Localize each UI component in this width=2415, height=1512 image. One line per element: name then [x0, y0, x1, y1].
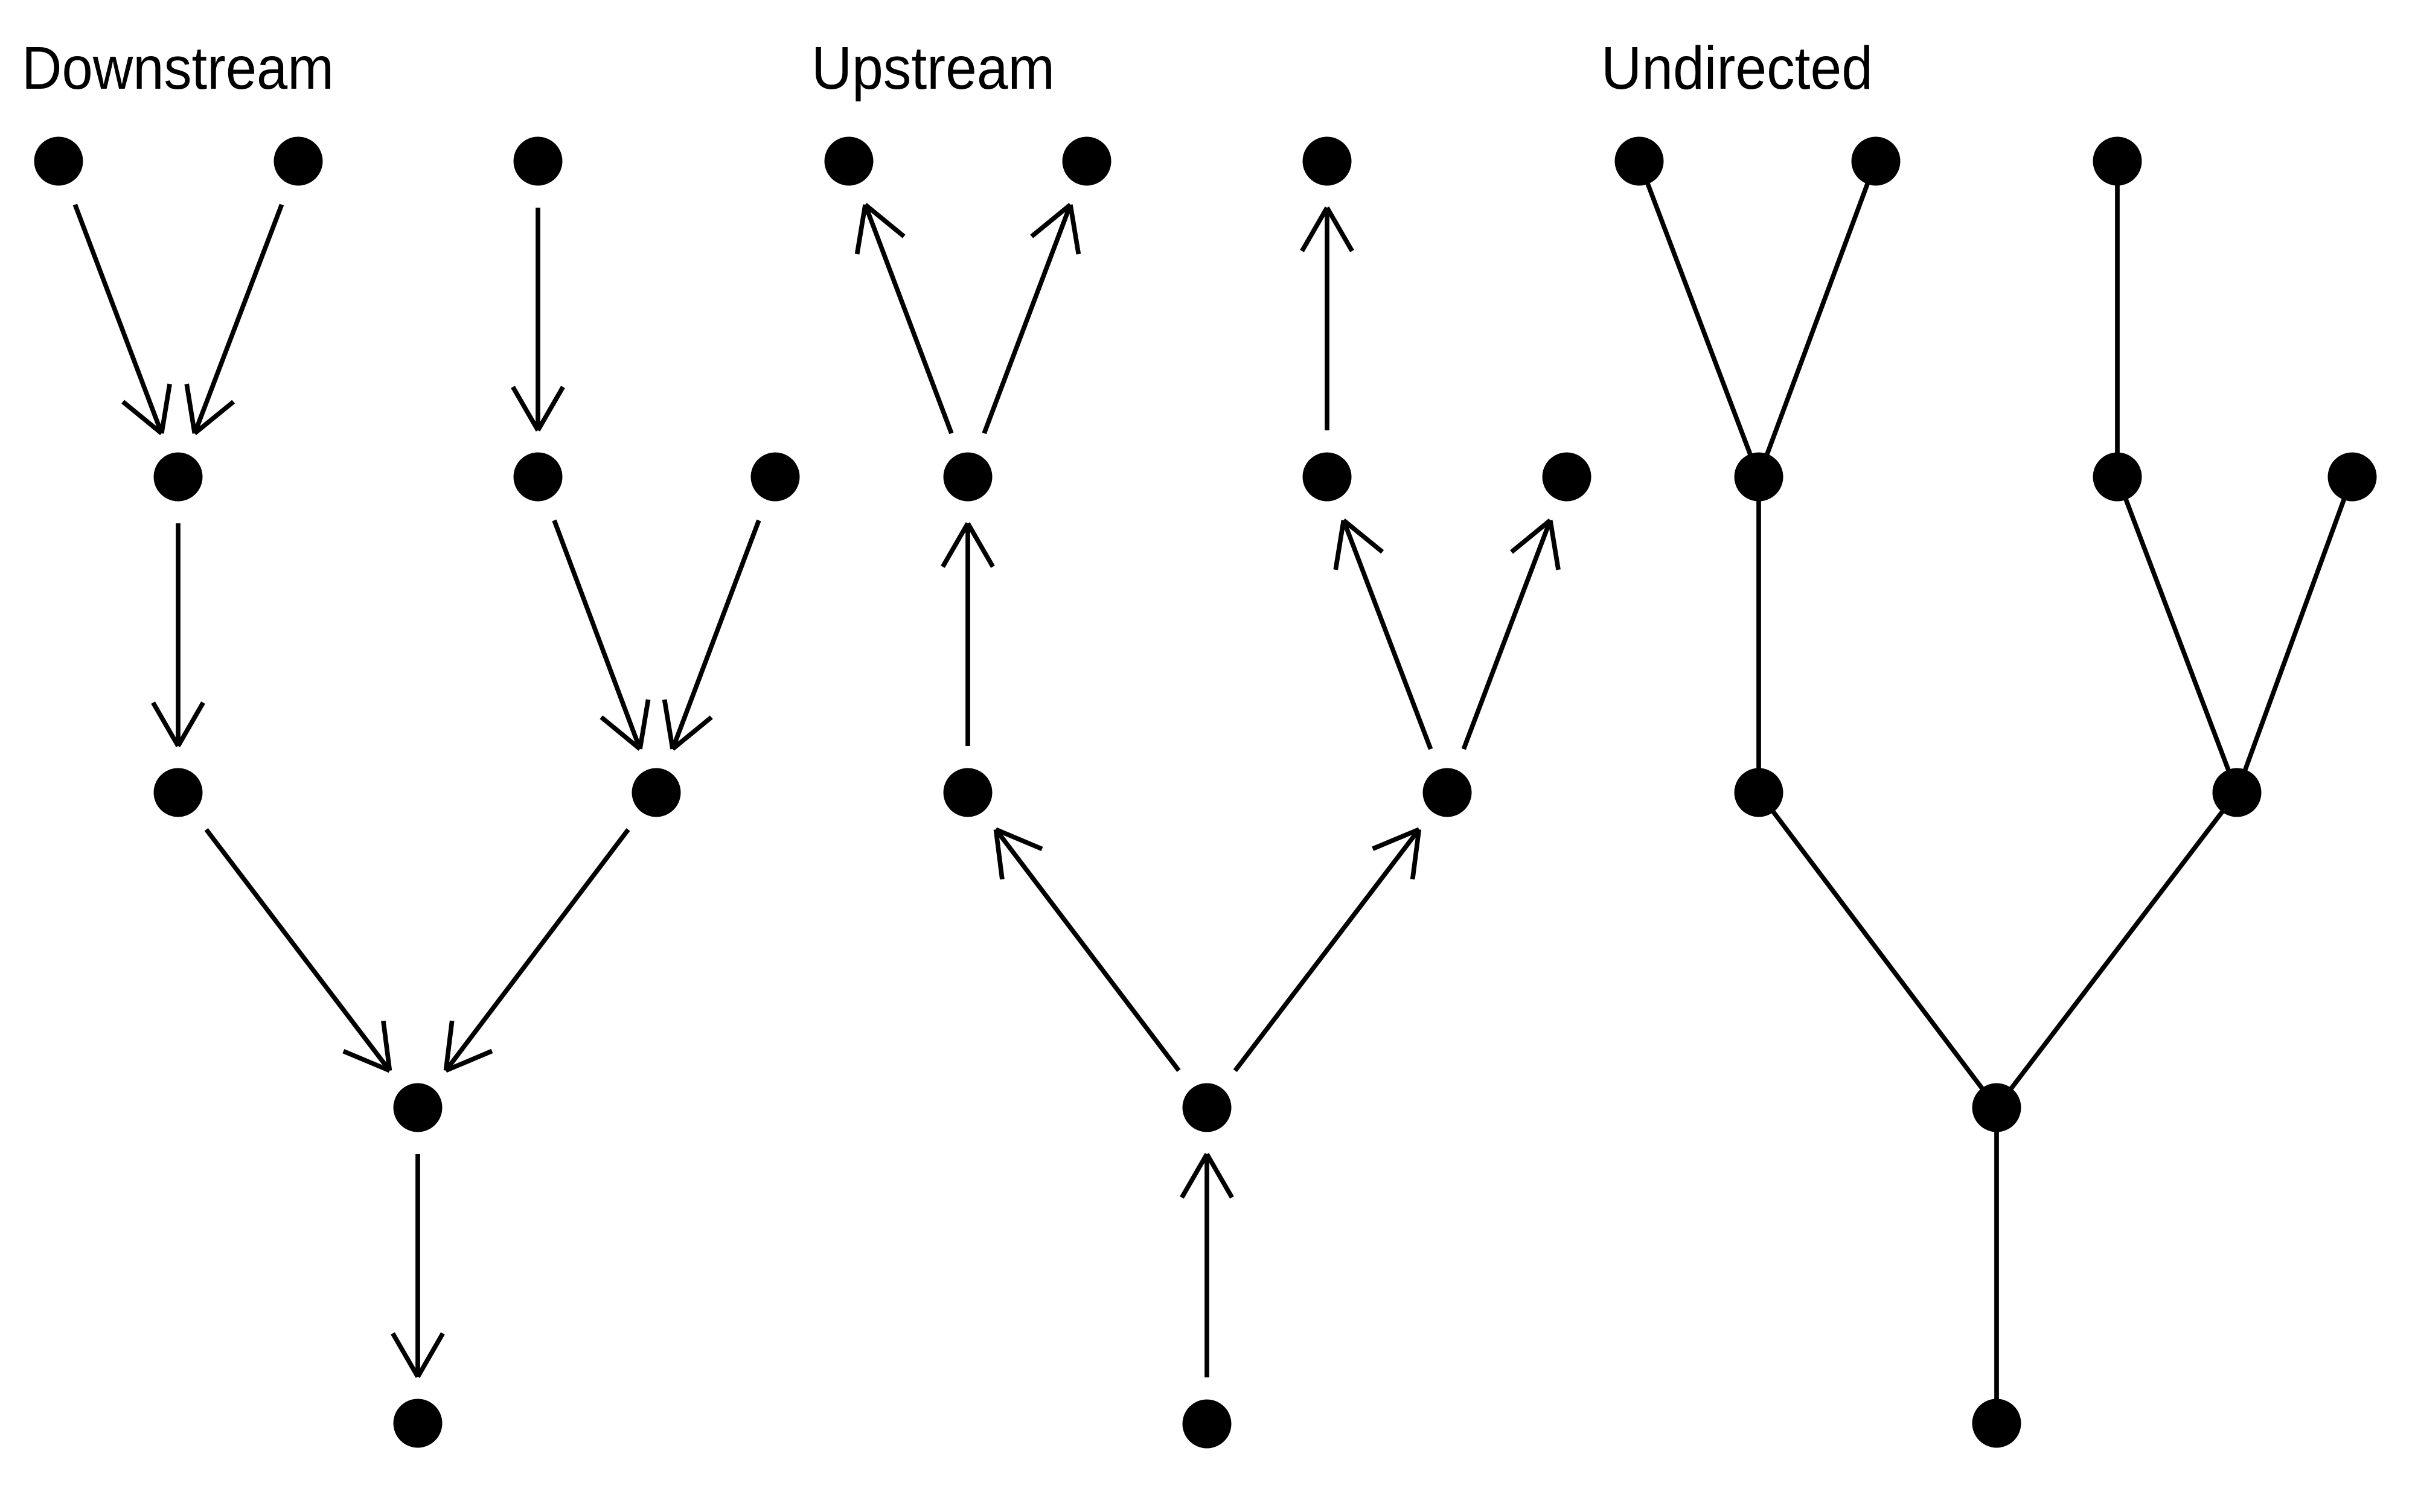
- svg-text:Undirected: Undirected: [1601, 34, 1873, 102]
- svg-text:Upstream: Upstream: [811, 34, 1055, 102]
- svg-text:Downstream: Downstream: [22, 34, 334, 102]
